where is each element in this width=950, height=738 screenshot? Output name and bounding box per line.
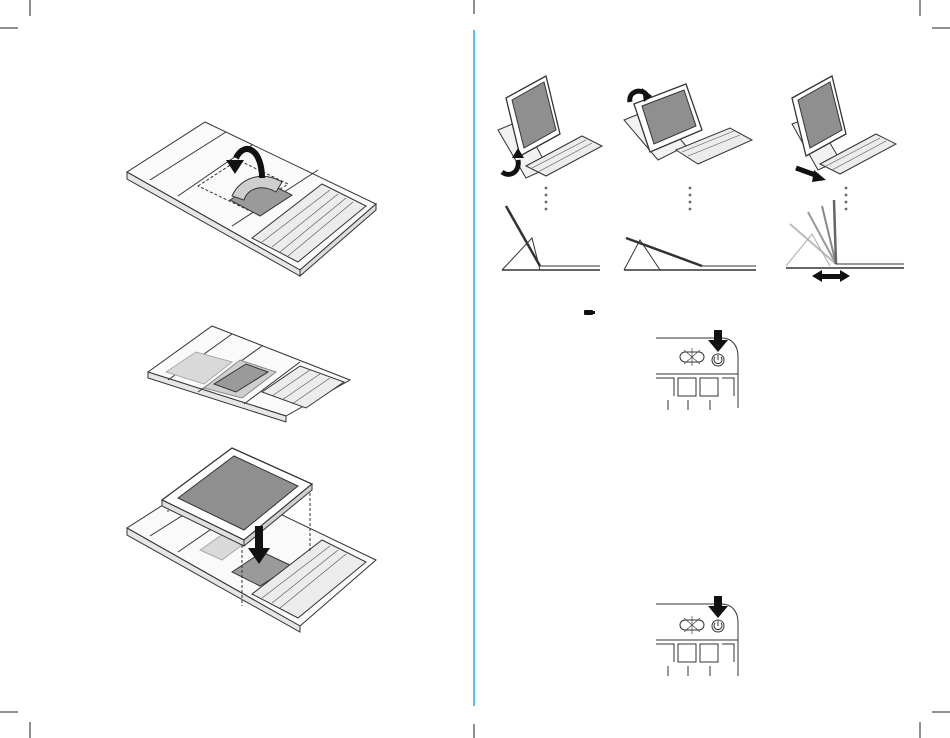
case-pad-illustration	[148, 326, 350, 422]
power-button-detail-2	[656, 596, 738, 676]
stand-angle-1-dots	[545, 187, 548, 211]
power-button-detail-1	[656, 330, 738, 410]
stand-angle-3	[786, 76, 904, 282]
stand-angle-2-dots	[689, 187, 692, 211]
stand-angle-1	[498, 76, 602, 270]
battery-icon	[584, 310, 593, 315]
case-open-illustration	[127, 122, 376, 276]
stand-angle-3-dots	[845, 187, 848, 211]
tablet-insert-illustration	[127, 448, 376, 632]
stand-angle-2	[624, 84, 756, 270]
